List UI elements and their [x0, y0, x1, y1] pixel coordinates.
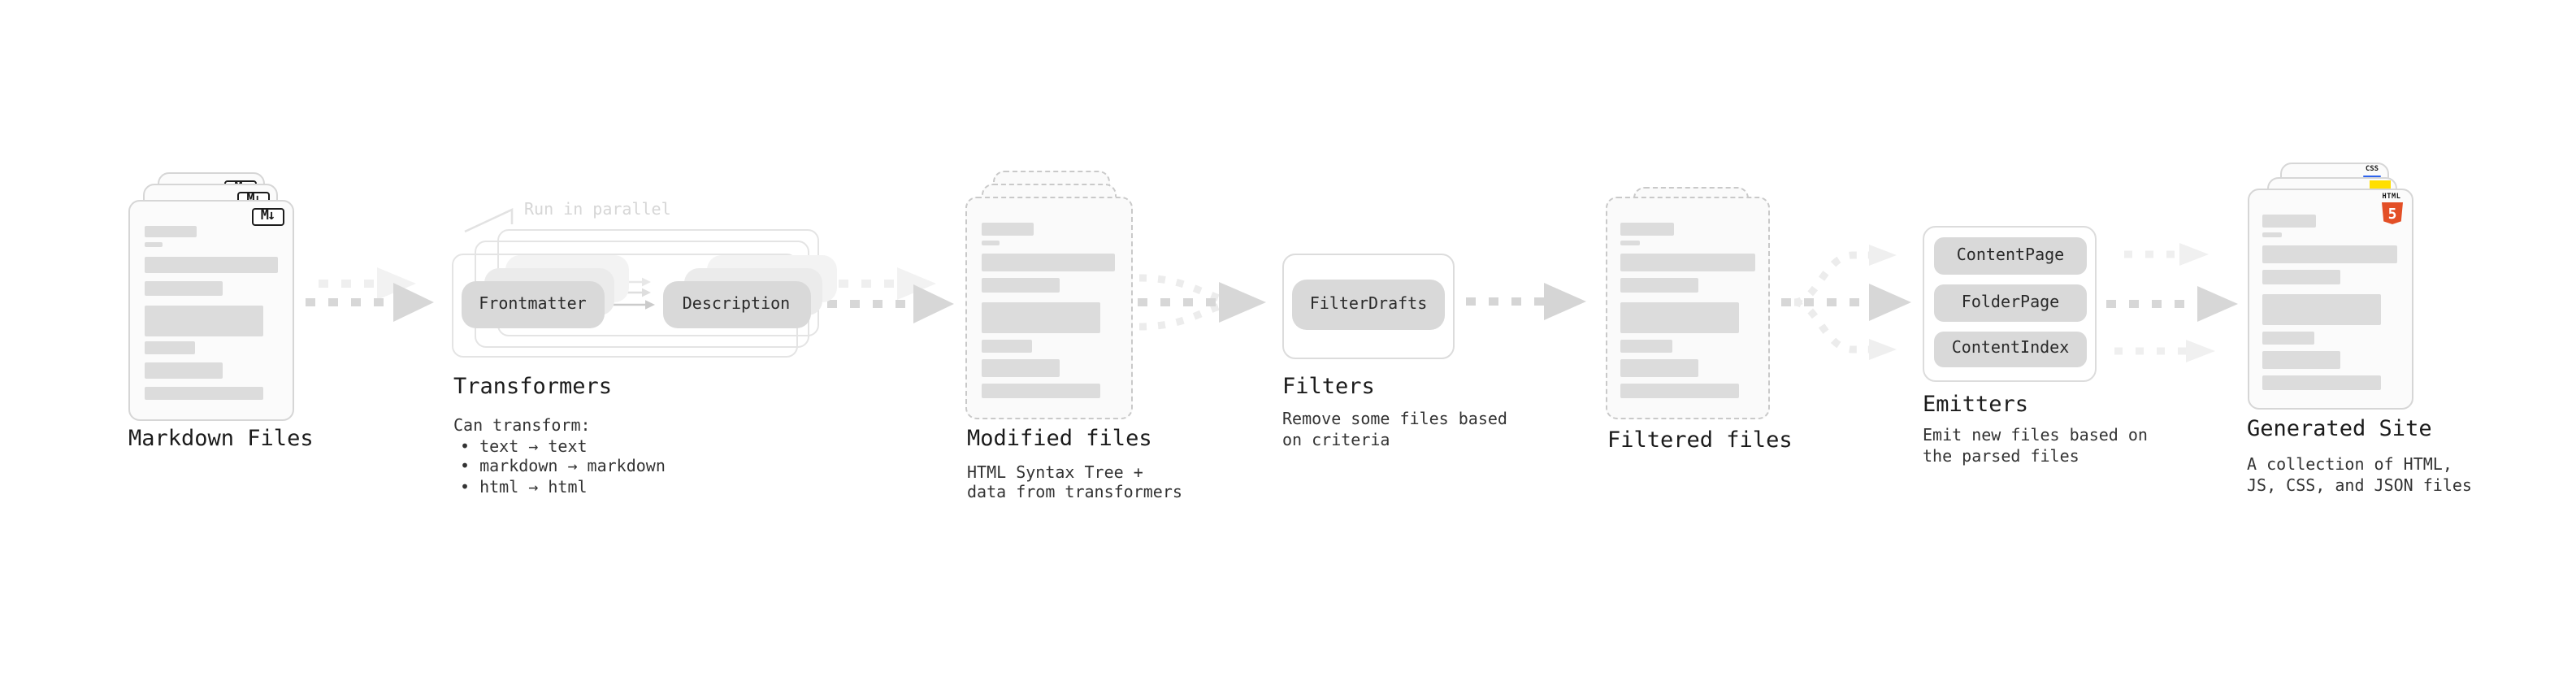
generated-file-card-html: HTML 5 [2247, 189, 2413, 410]
modified-files-desc: HTML Syntax Tree + [967, 464, 1143, 482]
arrow-markdown-to-transformers [306, 267, 434, 322]
svg-text:5: 5 [2387, 205, 2396, 222]
run-in-parallel-leader-line [464, 207, 514, 233]
arrow-filtered-to-emitters [1781, 245, 1911, 360]
doc-text-bar [2262, 331, 2314, 345]
doc-text-bar [1620, 302, 1740, 334]
markdown-file-card-front: M↓ [128, 199, 293, 420]
transformers-desc-heading: Can transform: [453, 417, 591, 435]
doc-text-bar [2262, 215, 2315, 227]
run-in-parallel-annotation: Run in parallel [524, 201, 671, 219]
transformers-bullet: • text → text [460, 438, 588, 456]
doc-text-bar [144, 386, 263, 400]
doc-text-bar [2262, 270, 2341, 284]
transformers-bullet: • markdown → markdown [460, 458, 666, 476]
doc-text-bar [2262, 294, 2382, 326]
doc-text-bar [144, 362, 223, 380]
emitter-pill-contentindex: ContentIndex [1934, 331, 2087, 367]
doc-text-bar [1620, 339, 1672, 353]
markdown-icon: M↓ [251, 208, 284, 226]
doc-text-bar [981, 240, 1000, 245]
doc-text-bar [1620, 223, 1673, 235]
stage-title-markdown-files: Markdown Files [128, 426, 314, 452]
stage-title-modified-files: Modified files [967, 425, 1152, 451]
doc-text-bar [981, 384, 1100, 397]
doc-text-bar [144, 225, 197, 237]
html5-icon: HTML 5 [2380, 193, 2403, 232]
emitters-desc: Emit new files based on [1923, 427, 2148, 445]
doc-text-bar [144, 305, 263, 336]
stage-title-filters: Filters [1282, 373, 1375, 399]
transformer-pill-description: Description [662, 280, 810, 327]
doc-text-bar [981, 278, 1060, 293]
doc-text-bar [981, 254, 1115, 271]
stage-title-generated-site: Generated Site [2247, 416, 2432, 442]
arrow-emitters-to-generated [2106, 243, 2238, 362]
doc-text-bar [1620, 359, 1699, 377]
stage-title-transformers: Transformers [453, 373, 613, 399]
stage-title-filtered-files: Filtered files [1607, 427, 1793, 453]
generated-site-desc: A collection of HTML, [2247, 457, 2452, 475]
doc-text-bar [144, 242, 163, 248]
emitter-pill-folderpage: FolderPage [1934, 284, 2087, 321]
doc-text-bar [2262, 245, 2396, 262]
generated-site-desc: JS, CSS, and JSON files [2247, 477, 2472, 495]
doc-text-bar [981, 339, 1033, 353]
doc-text-bar [144, 341, 196, 355]
doc-text-bar [144, 256, 278, 273]
doc-text-bar [1620, 240, 1639, 245]
doc-text-bar [981, 359, 1060, 377]
filter-pill-filterdrafts: FilterDrafts [1292, 279, 1445, 329]
filters-desc: on criteria [1282, 432, 1390, 449]
doc-text-bar [1620, 278, 1699, 293]
modified-files-desc: data from transformers [967, 484, 1182, 502]
js-badge [2370, 180, 2390, 189]
transformers-bullet: • html → html [460, 479, 588, 497]
modified-file-card-front [965, 197, 1132, 419]
doc-text-bar [981, 223, 1034, 235]
filtered-file-card-front [1605, 197, 1770, 419]
arrow-transformers-to-modified [827, 267, 954, 323]
emitter-pill-contentpage: ContentPage [1934, 237, 2087, 274]
filters-desc: Remove some files based [1282, 411, 1507, 429]
css-badge: CSS [2363, 166, 2381, 178]
doc-text-bar [981, 302, 1100, 334]
emitters-desc: the parsed files [1923, 449, 2079, 466]
stage-title-emitters: Emitters [1923, 392, 2029, 418]
doc-text-bar [1620, 254, 1754, 271]
css-underline [2363, 175, 2381, 178]
transformer-pill-frontmatter: Frontmatter [462, 280, 604, 327]
html5-shield: 5 [2381, 202, 2402, 223]
doc-text-bar [2262, 375, 2382, 389]
arrow-modified-to-filters [1138, 274, 1266, 331]
arrow-filters-to-filtered [1466, 283, 1586, 320]
doc-text-bar [2262, 351, 2341, 369]
doc-text-bar [144, 280, 223, 295]
doc-text-bar [2262, 232, 2281, 237]
doc-text-bar [1620, 384, 1740, 397]
